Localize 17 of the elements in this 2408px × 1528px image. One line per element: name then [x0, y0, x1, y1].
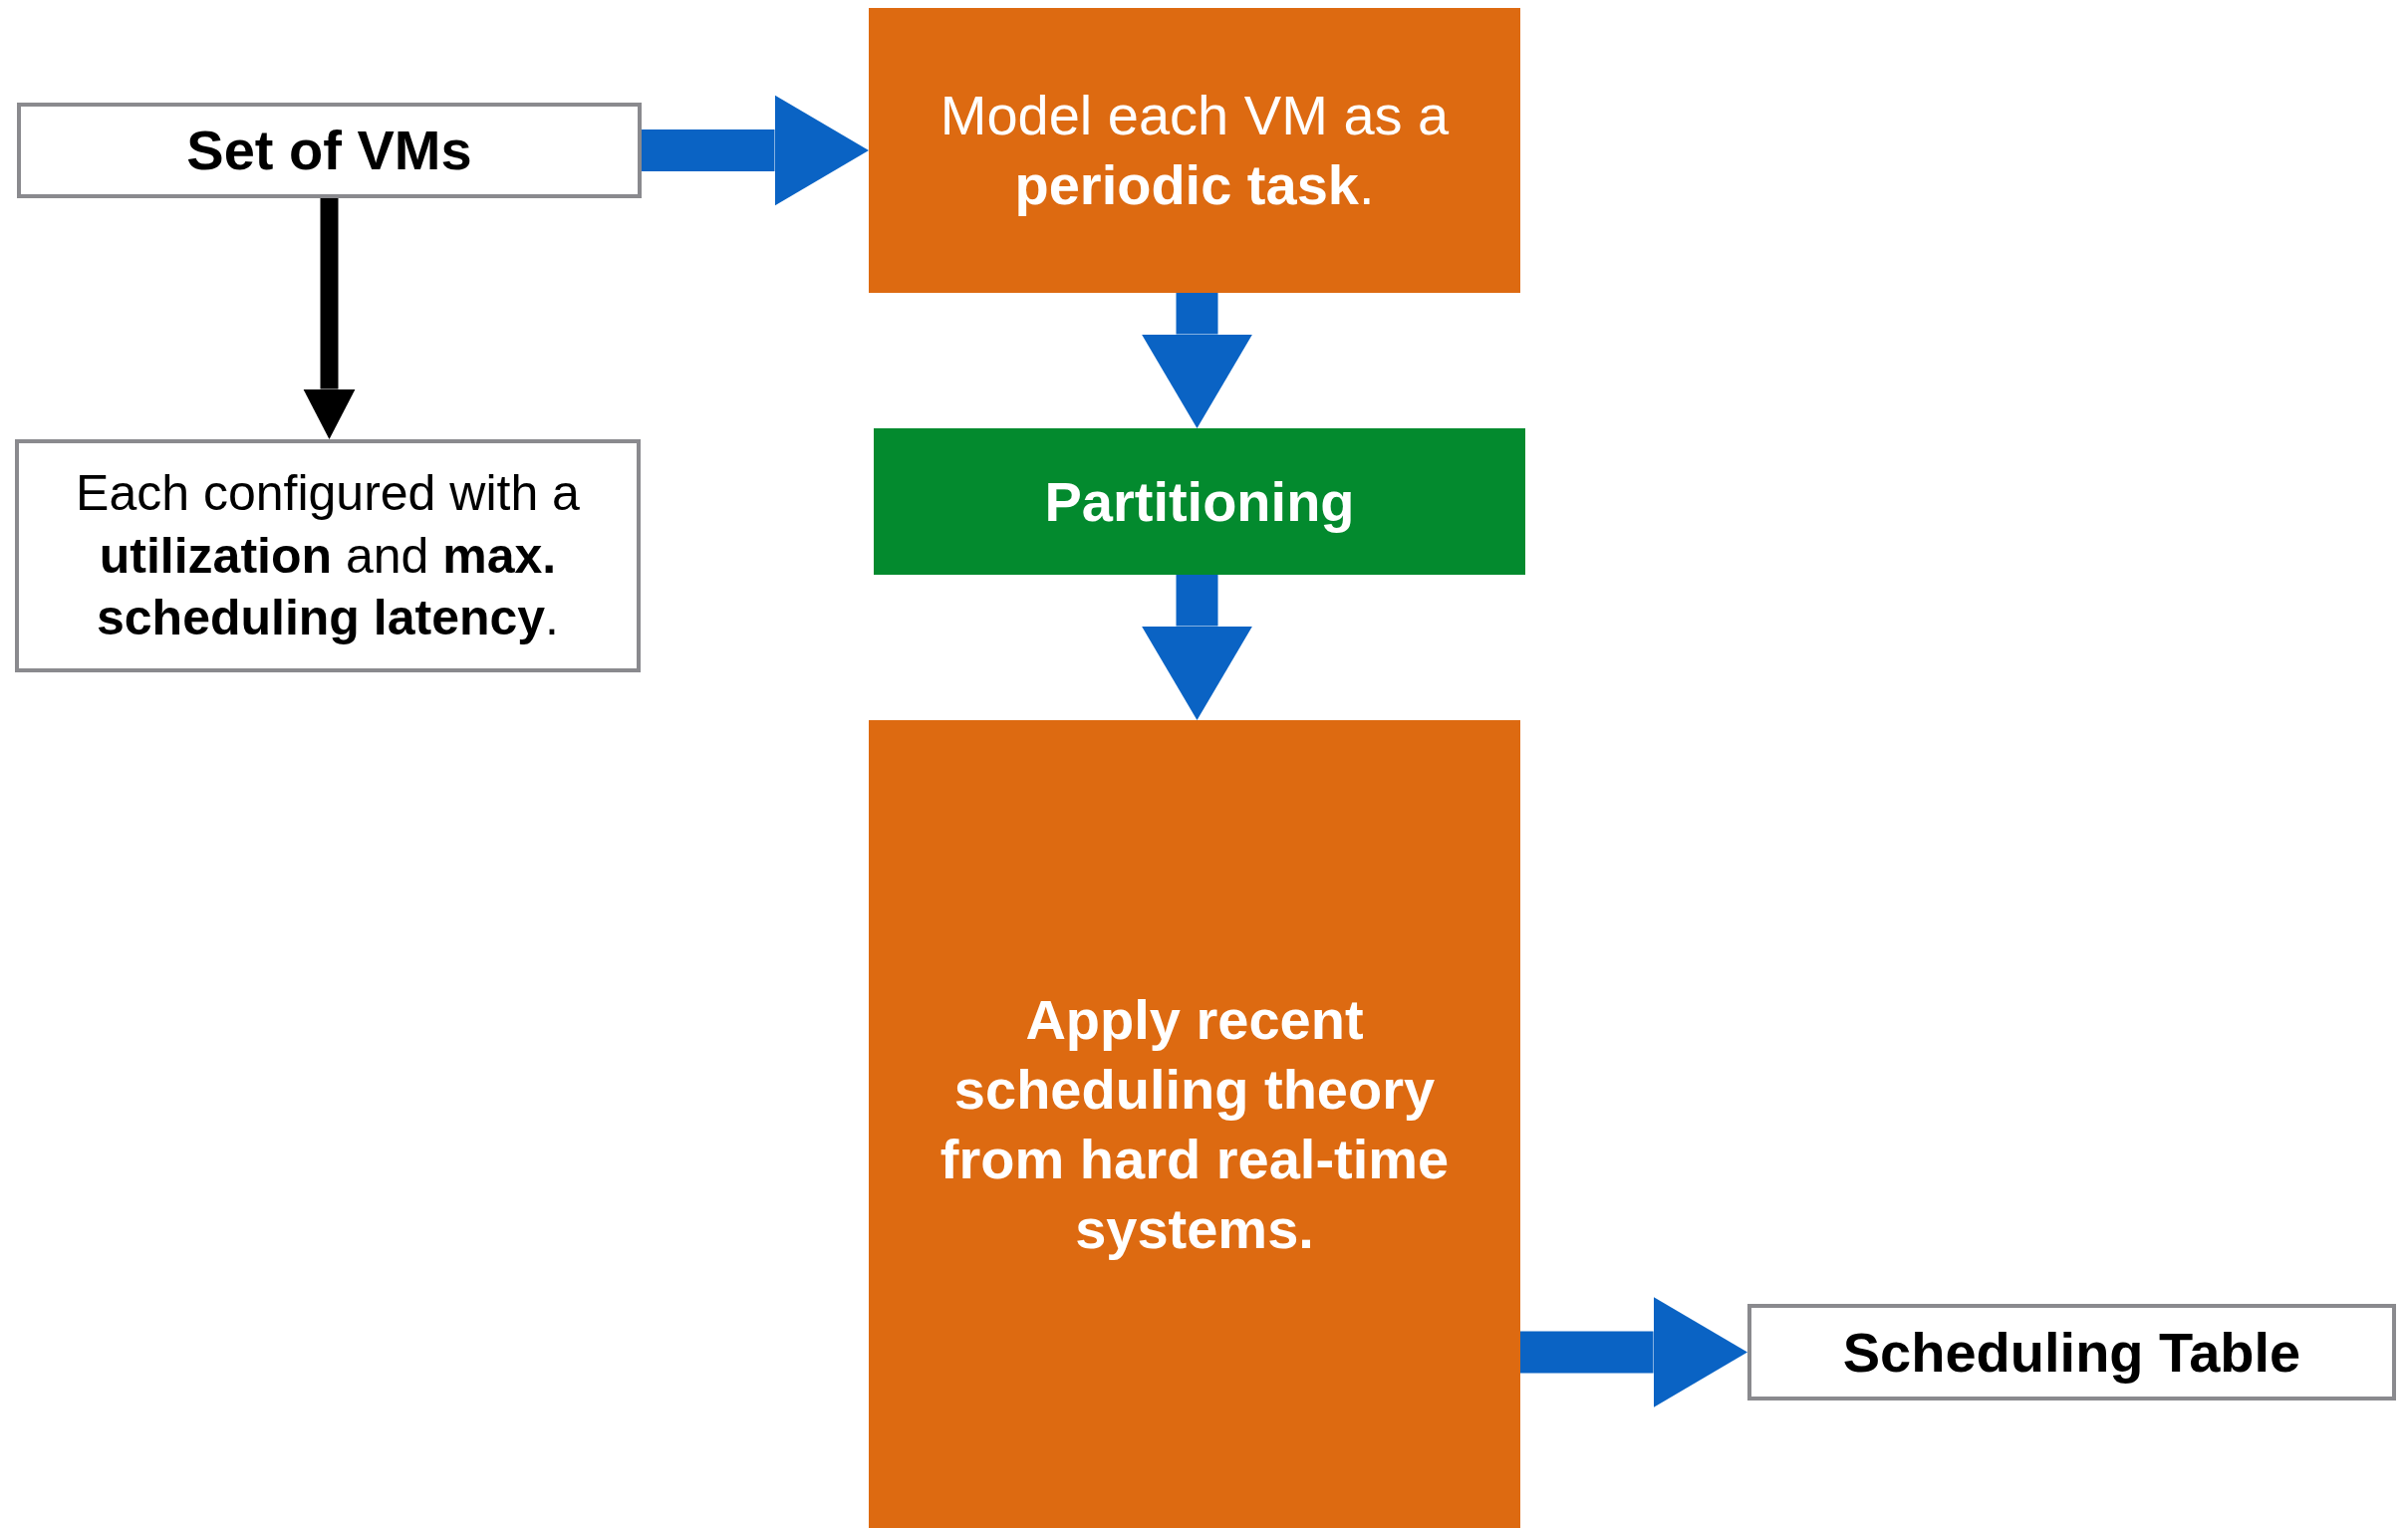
arrow	[1520, 1296, 1747, 1408]
node-text: Partitioning	[1044, 468, 1355, 535]
input-box	[17, 103, 642, 198]
process-box	[869, 8, 1520, 293]
process-box	[869, 720, 1520, 1528]
output-box	[1747, 1304, 2396, 1401]
node-text: Model each VM as a periodic task.	[938, 83, 1451, 218]
node-text: Apply recent scheduling theory from hard real-time systems.	[938, 986, 1451, 1262]
node-text: Each configured with a utilization and max. scheduling latency.	[75, 464, 581, 648]
process-box	[874, 428, 1525, 575]
note-box	[15, 439, 641, 672]
arrow	[1141, 293, 1253, 428]
node-text: Set of VMs	[186, 118, 472, 183]
arrow	[642, 95, 869, 206]
node-text: Scheduling Table	[1842, 1319, 2301, 1386]
arrow	[303, 198, 356, 439]
arrow	[1141, 575, 1253, 720]
